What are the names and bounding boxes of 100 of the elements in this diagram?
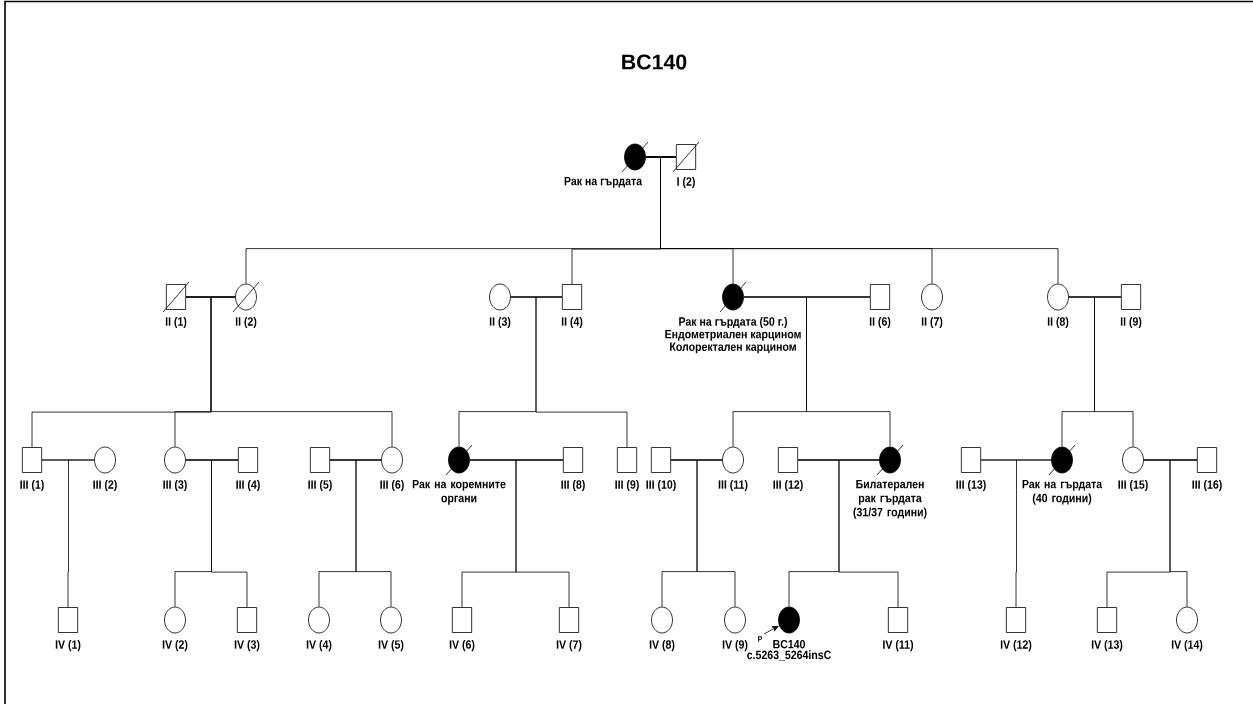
female-symbol [381,446,403,474]
individual-label: III (11) [718,479,748,492]
male-symbol [562,447,584,473]
female-symbol [651,606,673,634]
male-symbol [1005,607,1027,633]
descent-line [645,156,1059,284]
male-symbol [236,607,258,633]
male-symbol [451,607,473,633]
individual-label: IV (12) [1000,639,1032,652]
title: BC140 [622,54,687,70]
individual-label: IV (9) [722,639,748,652]
individual-label: III (3) [163,479,187,492]
individual-label: BC140 [773,639,805,649]
individual-label: II (3) [489,316,511,329]
individual-label: IV (1) [55,639,81,652]
male-symbol [616,447,638,473]
deceased-male-symbol [162,281,190,313]
descent-line [510,296,628,448]
individual-label: Билатерален рак гърдата (31/37 години) [853,479,927,519]
proband-arrow [763,625,779,635]
descent-line [1068,296,1134,447]
descent-line [797,459,899,608]
descent-line [980,459,1052,608]
individual-label: Рак на гърдата [564,176,643,188]
individual-label: IV (2) [162,639,188,652]
individual-label: Рак на гърдата (40 години) [1022,479,1103,505]
individual-label: IV (11) [883,639,914,652]
edge-label: P [758,636,763,642]
individual-label: III (4) [236,479,260,492]
individual-label: Ендометриален карцином [665,330,801,341]
individual-label: II (8) [1047,316,1069,329]
individual-label: III (8) [561,479,585,492]
individual-label: IV (7) [556,639,582,652]
individual-label: II (1) [165,316,187,329]
deceased-female-symbol [232,281,260,313]
individual-label: III (2) [93,479,117,492]
female-symbol [164,446,186,474]
female-symbol [164,606,186,634]
female-symbol [1047,283,1069,311]
male-symbol [309,447,331,473]
deceased-female-symbol [1048,444,1076,476]
male-symbol [558,607,580,633]
individual-label: III (16) [1192,479,1222,492]
male-symbol [887,607,909,633]
male-symbol [777,447,799,473]
individual-label: Рак на гърдата (50 г.) [679,316,787,329]
deceased-male-symbol [672,141,700,173]
female-symbol [722,446,744,474]
individual-label: II (4) [561,316,583,329]
descent-line [185,296,393,447]
individual-label: II (2) [235,316,257,329]
individual-label: Колоректален карцином [670,342,796,354]
individual-label: I (2) [677,176,695,189]
male-symbol [21,447,43,473]
female-symbol [489,283,511,311]
individual-label: IV (14) [1171,639,1203,652]
female-symbol [1176,606,1198,634]
descent-line [1143,459,1198,607]
individual-label: III (1) [20,479,44,492]
male-symbol [960,447,982,473]
individual-label: II (6) [869,316,891,329]
individual-label: II (9) [1120,316,1142,329]
male-symbol [237,447,259,473]
male-symbol [1096,607,1118,633]
female-symbol [380,606,402,634]
descent-line [185,459,248,608]
individual-label: III (5) [308,479,332,492]
individual-label: III (13) [956,479,986,492]
male-symbol [57,607,79,633]
individual-label: IV (13) [1091,639,1123,652]
female-symbol [724,606,746,634]
deceased-female-symbol [445,444,473,476]
individual-label: III (15) [1118,479,1148,492]
female-symbol [778,606,800,634]
individual-label: IV (8) [649,639,675,652]
individual-label: c.5263_5264insC [747,650,831,661]
individual-label: II (7) [921,316,943,329]
deceased-female-symbol [876,444,904,476]
female-symbol [921,283,943,311]
male-symbol [650,447,672,473]
descent-line [329,459,392,607]
deceased-female-symbol [719,281,747,313]
male-symbol [1120,284,1142,310]
individual-label: Рак на коремните органи [412,479,506,505]
female-symbol [94,446,116,474]
individual-label: IV (6) [449,639,475,652]
individual-label: III (9) [615,479,639,492]
deceased-female-symbol [621,141,649,173]
descent-line [743,296,891,447]
individual-label: III (6) [380,479,404,492]
individual-label: III (10) [646,479,676,492]
male-symbol [1196,447,1218,473]
descent-line [41,459,95,608]
female-symbol [308,606,330,634]
female-symbol [1122,446,1144,474]
individual-label: IV (5) [378,639,404,652]
individual-label: IV (4) [306,639,332,652]
descent-line [670,459,736,607]
individual-label: IV (3) [234,639,260,652]
male-symbol [869,284,891,310]
